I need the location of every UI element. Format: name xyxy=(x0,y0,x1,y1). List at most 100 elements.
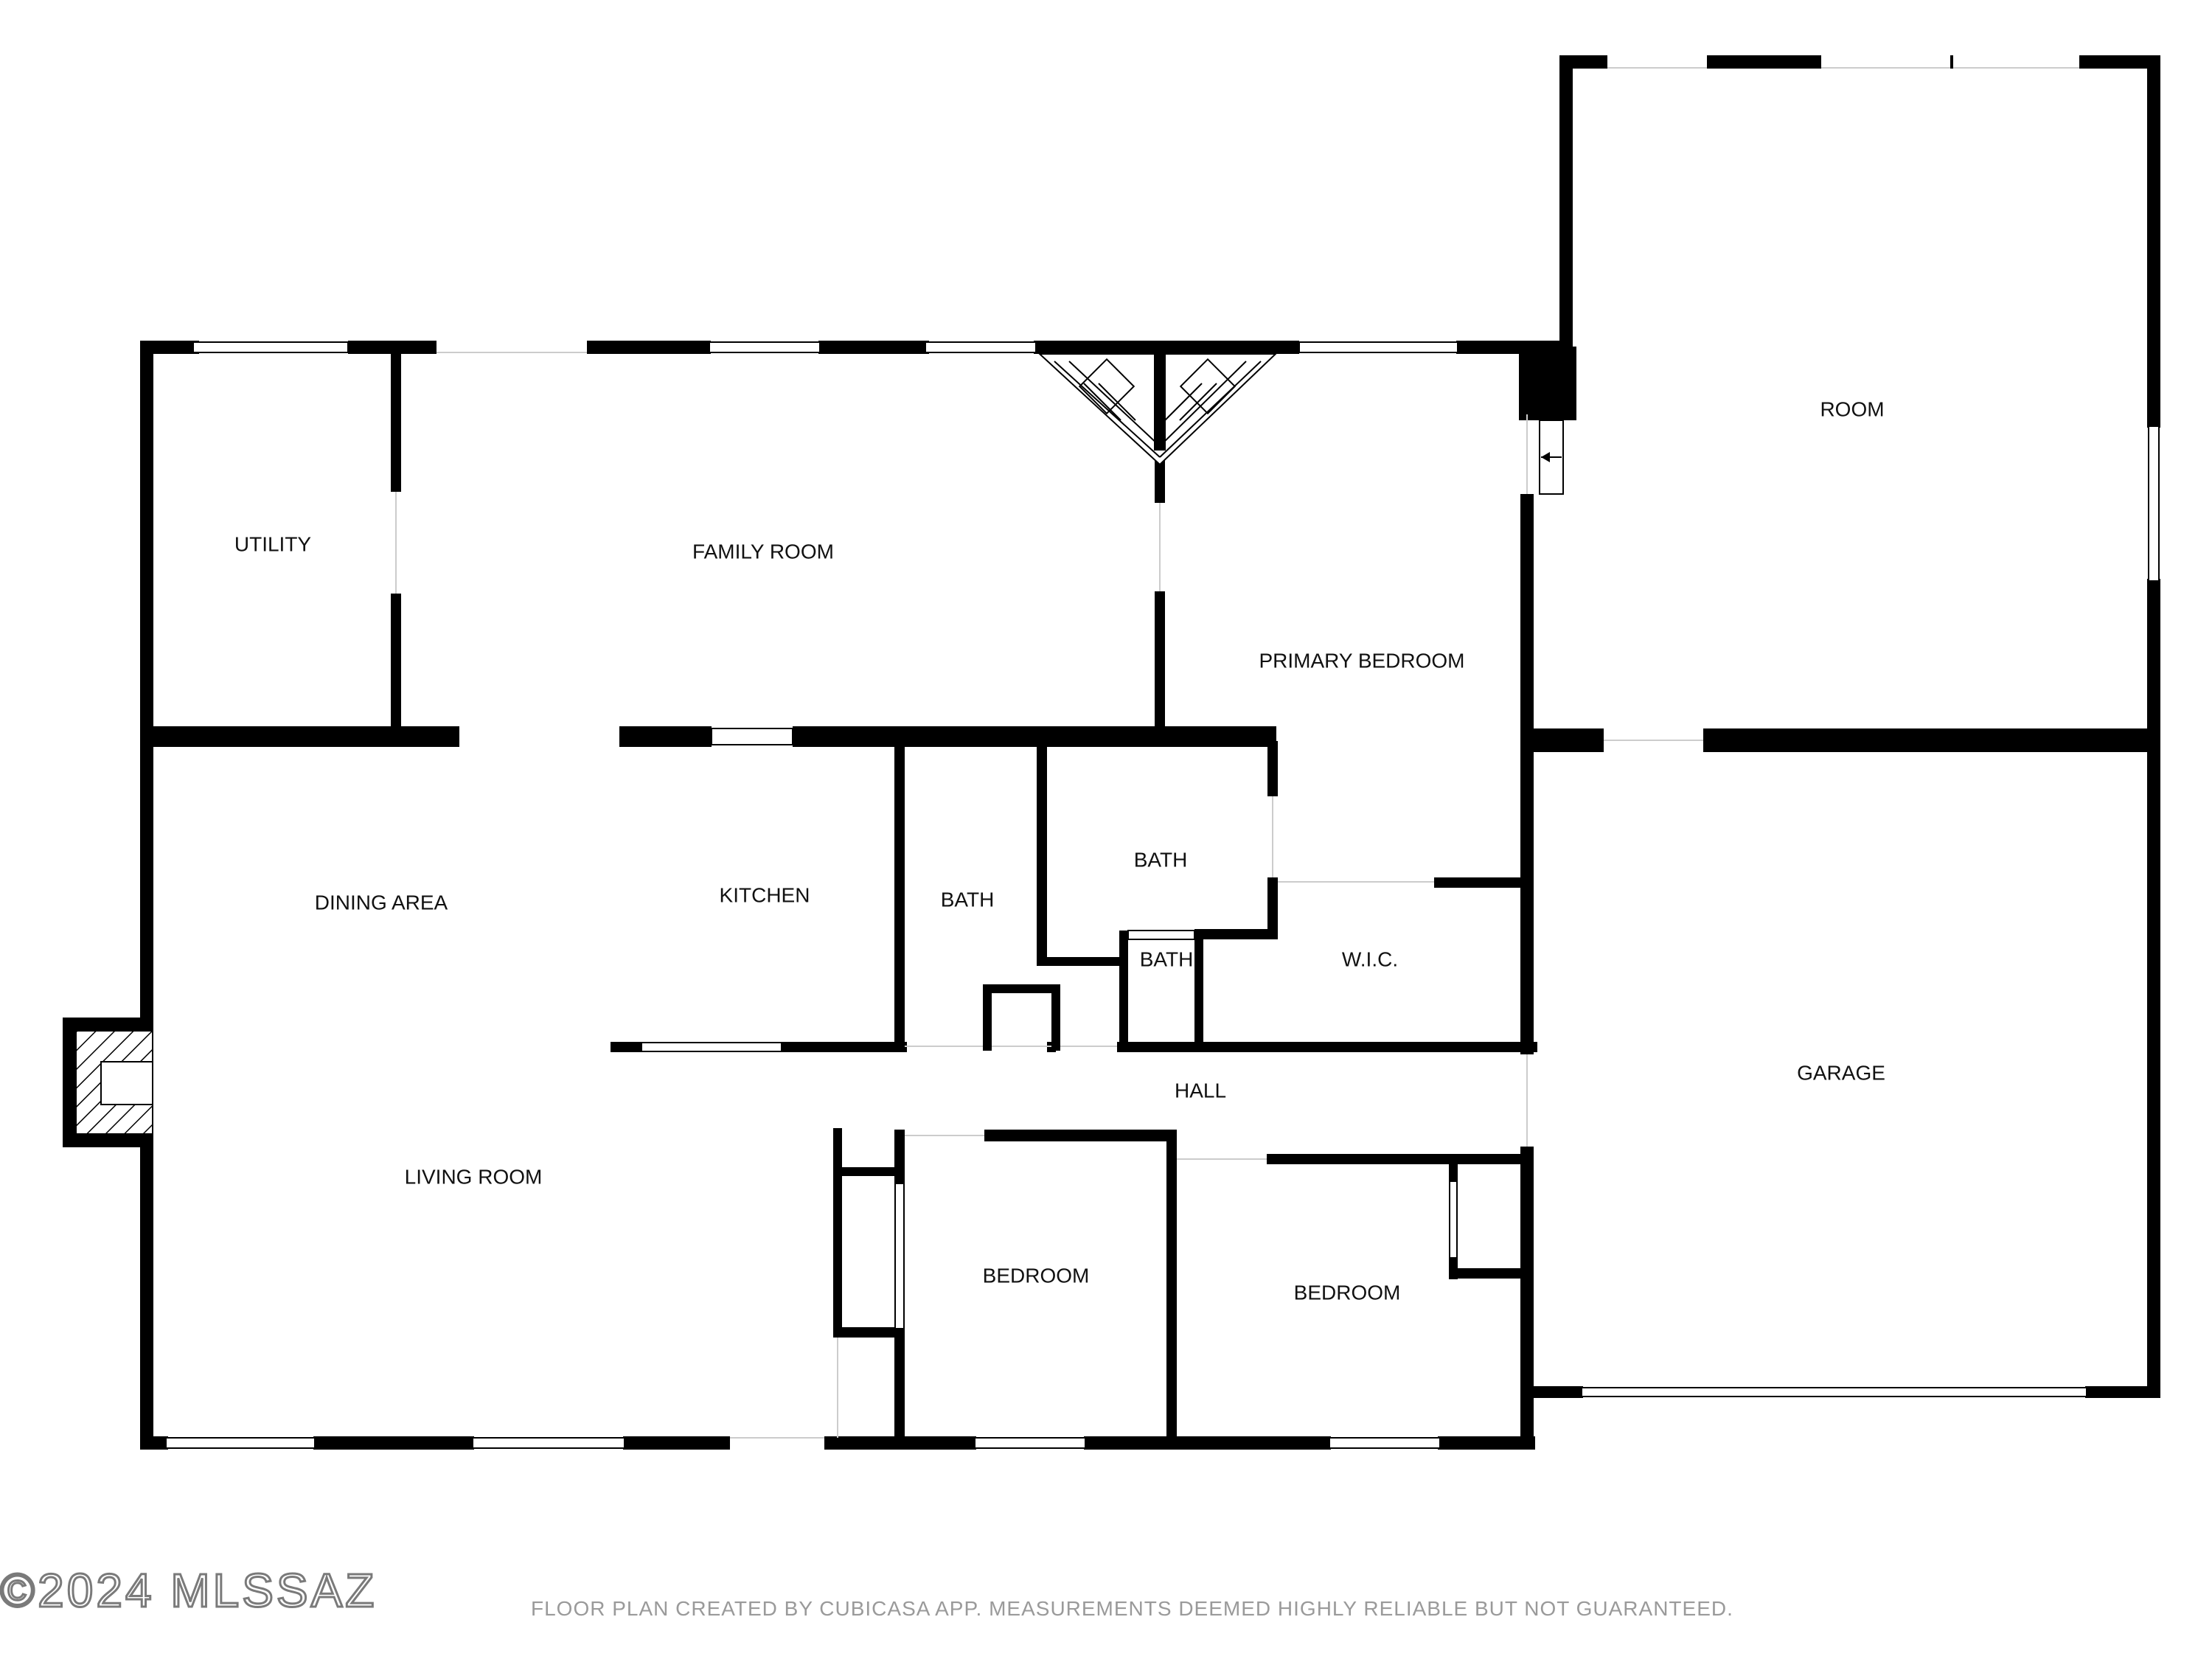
wall-wic-top xyxy=(1434,877,1530,888)
wall-kitchen-bottom-1 xyxy=(611,1042,641,1052)
wall-garage-bottom-1 xyxy=(1520,1386,1583,1398)
wall-room-top-3 xyxy=(1950,55,1953,69)
wall-top-4 xyxy=(818,341,929,354)
garage-door xyxy=(1581,1387,2087,1397)
wall-chimney-block xyxy=(1519,347,1576,420)
wall-kitchen-top-2 xyxy=(793,726,1276,747)
window-family-top-2 xyxy=(925,341,1037,353)
wall-bath1-left xyxy=(894,741,905,1047)
wall-bedroom1-top xyxy=(984,1130,1176,1141)
wall-top-1 xyxy=(140,341,199,354)
wall-closet-mid xyxy=(833,1327,903,1338)
wall-left-upper xyxy=(140,341,153,1026)
wall-fireplace-bottom xyxy=(63,1134,153,1147)
wall-closet-b-bottom xyxy=(1449,1268,1530,1279)
wall-closet-a-right-1 xyxy=(894,1130,905,1185)
window-closet-a xyxy=(894,1183,905,1329)
wall-bedroom2-top xyxy=(1267,1154,1525,1164)
water-heater xyxy=(1539,420,1564,495)
wall-family-primary-2 xyxy=(1155,591,1165,746)
wall-bedroom-divider xyxy=(1166,1130,1177,1439)
wall-fireplace-top xyxy=(63,1018,153,1031)
wall-bath2-bottom xyxy=(1037,957,1125,966)
window-closet-b xyxy=(1449,1180,1458,1259)
wall-bottom-6 xyxy=(1438,1436,1535,1450)
wall-bottom-1 xyxy=(140,1436,168,1450)
label-utility: UTILITY xyxy=(234,532,312,555)
copyright-watermark: ©2024 MLSSAZ xyxy=(0,1563,378,1618)
label-bath-1: BATH xyxy=(941,888,995,911)
window-kitchen-bottom xyxy=(641,1042,782,1052)
label-garage: GARAGE xyxy=(1797,1061,1885,1084)
label-bedroom-2: BEDROOM xyxy=(1294,1281,1401,1304)
wall-left-lower xyxy=(140,1139,153,1449)
wall-top-3 xyxy=(587,341,711,354)
wall-closet-a-left xyxy=(833,1128,842,1327)
wall-bottom-5 xyxy=(1084,1436,1331,1450)
label-dining-area: DINING AREA xyxy=(315,891,448,914)
label-primary-bedroom: PRIMARY BEDROOM xyxy=(1259,649,1464,672)
wall-room-top-4 xyxy=(2079,55,2159,69)
floor-plan-disclaimer: FLOOR PLAN CREATED BY CUBICASA APP. MEAS… xyxy=(531,1597,1733,1620)
wall-bottom-2 xyxy=(313,1436,474,1450)
room-labels: UTILITY FAMILY ROOM PRIMARY BEDROOM ROOM… xyxy=(234,397,1885,1304)
window-family-top-1 xyxy=(709,341,821,353)
fireplace-center-post xyxy=(1154,353,1166,451)
window-bedroom2-bottom xyxy=(1329,1437,1441,1449)
wall-bath-nook-top xyxy=(983,984,1060,993)
label-bath-2: BATH xyxy=(1134,848,1188,871)
wall-bath2-right-2 xyxy=(1267,877,1278,938)
wall-bath1-right xyxy=(1037,741,1047,962)
window-kitchen-top xyxy=(711,728,793,745)
openings xyxy=(395,67,2079,1439)
wall-utility-bottom xyxy=(140,726,459,747)
bath3-fixture xyxy=(1127,930,1195,940)
label-hall: HALL xyxy=(1175,1079,1226,1102)
window-room-right xyxy=(2148,425,2160,582)
wall-bottom-3 xyxy=(623,1436,730,1450)
window-living-bottom-2 xyxy=(472,1437,625,1449)
wall-bath-nook-left xyxy=(983,984,992,1051)
wall-closet-a-right-2 xyxy=(894,1327,905,1438)
label-bath-3: BATH xyxy=(1140,947,1194,970)
window-utility-top xyxy=(192,341,349,353)
label-bedroom-1: BEDROOM xyxy=(983,1264,1090,1287)
wall-kitchen-bottom-2 xyxy=(782,1042,907,1052)
wall-garage-bottom-2 xyxy=(2085,1386,2160,1398)
wall-room-right-1 xyxy=(2147,55,2160,428)
walls xyxy=(63,55,2160,1450)
label-family-room: FAMILY ROOM xyxy=(692,540,834,563)
label-kitchen: KITCHEN xyxy=(720,883,810,906)
wall-bath2-right-1 xyxy=(1267,741,1278,796)
wall-top-5 xyxy=(1034,341,1299,354)
window-primary-top xyxy=(1298,341,1458,353)
windows xyxy=(165,341,2160,1449)
wall-closet-b-left xyxy=(1449,1161,1458,1182)
wall-bath3-left xyxy=(1119,931,1128,1051)
label-wic: W.I.C. xyxy=(1342,947,1398,970)
wall-room-right-2 xyxy=(2147,579,2160,1397)
wall-room-top-1 xyxy=(1559,55,1607,69)
fireplace-hearth xyxy=(100,1061,153,1105)
label-living-room: LIVING ROOM xyxy=(405,1165,543,1188)
wall-utility-right-1 xyxy=(391,341,401,492)
wall-room-garage-2 xyxy=(1703,728,2160,752)
wall-bottom-4 xyxy=(824,1436,976,1450)
wall-bath2-wic xyxy=(1194,929,1278,939)
wall-room-top-2 xyxy=(1707,55,1821,69)
living-fireplace xyxy=(75,1030,153,1135)
arrow-icon xyxy=(1541,452,1550,462)
wall-right-2 xyxy=(1520,494,1534,1054)
wall-room-left xyxy=(1559,55,1573,350)
wall-kitchen-top-1 xyxy=(619,726,712,747)
wall-bath3-right xyxy=(1194,931,1203,1051)
wall-room-garage-1 xyxy=(1534,728,1604,752)
wall-utility-right-2 xyxy=(391,594,401,741)
window-bedroom1-bottom xyxy=(974,1437,1086,1449)
label-room: ROOM xyxy=(1820,397,1884,420)
corner-fireplace xyxy=(1037,353,1278,466)
window-living-bottom-1 xyxy=(165,1437,316,1449)
wall-right-3 xyxy=(1520,1147,1534,1449)
wall-closet-a-top xyxy=(833,1167,903,1176)
